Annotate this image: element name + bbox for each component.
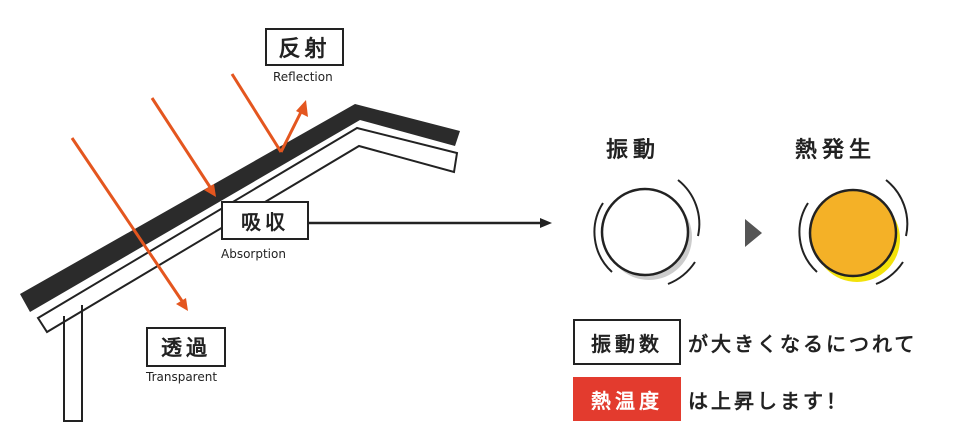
absorption-arrow-head [540, 218, 552, 228]
temperature-box: 熱温度 [573, 377, 681, 421]
wall [63, 305, 83, 422]
transparent-arrowhead [176, 298, 188, 311]
reflection-subtitle: Reflection [273, 70, 333, 84]
heat-circle [808, 188, 898, 278]
absorption-label-box: 吸収 [221, 201, 309, 240]
reflection-arrowhead [296, 100, 308, 117]
heat-motion-arc-left [798, 202, 818, 273]
absorption-ray [150, 97, 212, 188]
reflection-label-box: 反射 [265, 28, 344, 66]
transparent-subtitle: Transparent [146, 370, 218, 384]
reflection-ray-in [230, 73, 283, 153]
vibration-circle [600, 187, 690, 277]
roof-outer-layer [20, 104, 460, 312]
play-triangle-icon [745, 219, 762, 247]
frequency-box: 振動数 [573, 319, 681, 365]
heat-motion-arc-bottom [875, 261, 904, 285]
caption-line-1: が大きくなるにつれて [688, 332, 918, 356]
caption-line-2: は上昇します！ [688, 389, 849, 413]
heat-motion-arc-right [885, 179, 909, 237]
transparent-label-box: 透過 [146, 327, 226, 367]
absorption-arrowhead [204, 184, 216, 197]
heat-heading: 熱発生 [795, 138, 877, 163]
vibration-motion-arc-bottom [667, 261, 696, 285]
vibration-circle-group [593, 179, 701, 285]
transparent-ray [70, 137, 184, 302]
heat-circle-group [798, 179, 909, 285]
vibration-heading: 振動 [606, 138, 661, 163]
vibration-motion-arc-left [593, 202, 613, 273]
absorption-subtitle: Absorption [221, 247, 286, 261]
reflection-ray-out [279, 109, 304, 153]
roof-inner-layer [36, 126, 459, 334]
vibration-motion-arc-right [677, 179, 701, 237]
